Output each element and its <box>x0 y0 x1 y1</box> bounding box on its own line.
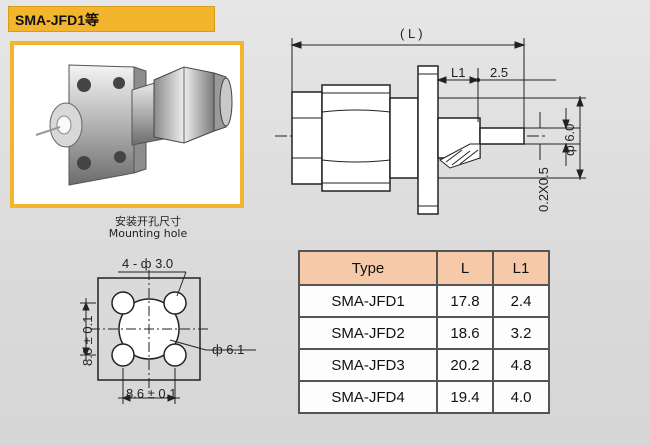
mounting-title-cn: 安装开孔尺寸 <box>115 215 181 228</box>
center-dia-label: ф 6.1 <box>212 342 244 357</box>
table-row: SMA-JFD4 19.4 4.0 <box>298 380 550 414</box>
length-label: ( L ) <box>400 26 423 41</box>
cell-l: 17.8 <box>436 284 494 318</box>
mounting-title: 安装开孔尺寸 Mounting hole <box>98 216 198 240</box>
flange-drawing <box>417 65 439 215</box>
cell-l: 20.2 <box>436 348 494 382</box>
dia-symbol: ф <box>562 145 577 156</box>
connector-photo-illustration <box>35 64 233 186</box>
spec-table: Type L L1 SMA-JFD1 17.8 2.4 SMA-JFD2 18.… <box>298 250 550 414</box>
header-l: L <box>436 250 494 286</box>
product-photo <box>10 41 244 208</box>
header-type: Type <box>298 250 438 286</box>
cell-type: SMA-JFD1 <box>298 284 438 318</box>
cell-l1: 3.2 <box>492 316 550 350</box>
connector-body-drawing <box>321 84 391 192</box>
offset-2-5-label: 2.5 <box>490 65 508 80</box>
header-l1: L1 <box>492 250 550 286</box>
cell-l1: 2.4 <box>492 284 550 318</box>
mounting-hole-top-left <box>111 291 135 315</box>
cell-type: SMA-JFD3 <box>298 348 438 382</box>
width-dim-label: 8.6 ± 0.1 <box>126 386 177 401</box>
product-title: SMA-JFD1等 <box>15 12 100 28</box>
cell-l1: 4.8 <box>492 348 550 382</box>
connector-nut-drawing <box>291 91 323 185</box>
mounting-hole-bottom-right <box>163 343 187 367</box>
cell-l: 18.6 <box>436 316 494 350</box>
table-row: SMA-JFD1 17.8 2.4 <box>298 284 550 318</box>
table-row: SMA-JFD3 20.2 4.8 <box>298 348 550 382</box>
mounting-hole-top-right <box>163 291 187 315</box>
table-row: SMA-JFD2 18.6 3.2 <box>298 316 550 350</box>
pin-dim-label: 0.2X0.5 <box>536 167 551 212</box>
height-dim-label: 8.6 ± 0.1 <box>80 315 95 366</box>
table-header-row: Type L L1 <box>298 250 550 286</box>
center-pin-drawing <box>479 127 525 145</box>
cell-type: SMA-JFD4 <box>298 380 438 414</box>
dia-6-0-label: ф 6.0 <box>562 124 577 156</box>
dia-6-0-value: 6.0 <box>562 124 577 142</box>
product-title-bar: SMA-JFD1等 <box>8 6 215 32</box>
cell-l: 19.4 <box>436 380 494 414</box>
l1-label: L1 <box>451 65 465 80</box>
cell-type: SMA-JFD2 <box>298 316 438 350</box>
cell-l1: 4.0 <box>492 380 550 414</box>
mounting-title-en: Mounting hole <box>108 227 188 240</box>
mounting-hole-bottom-left <box>111 343 135 367</box>
holes-label: 4 - ф 3.0 <box>122 256 173 271</box>
